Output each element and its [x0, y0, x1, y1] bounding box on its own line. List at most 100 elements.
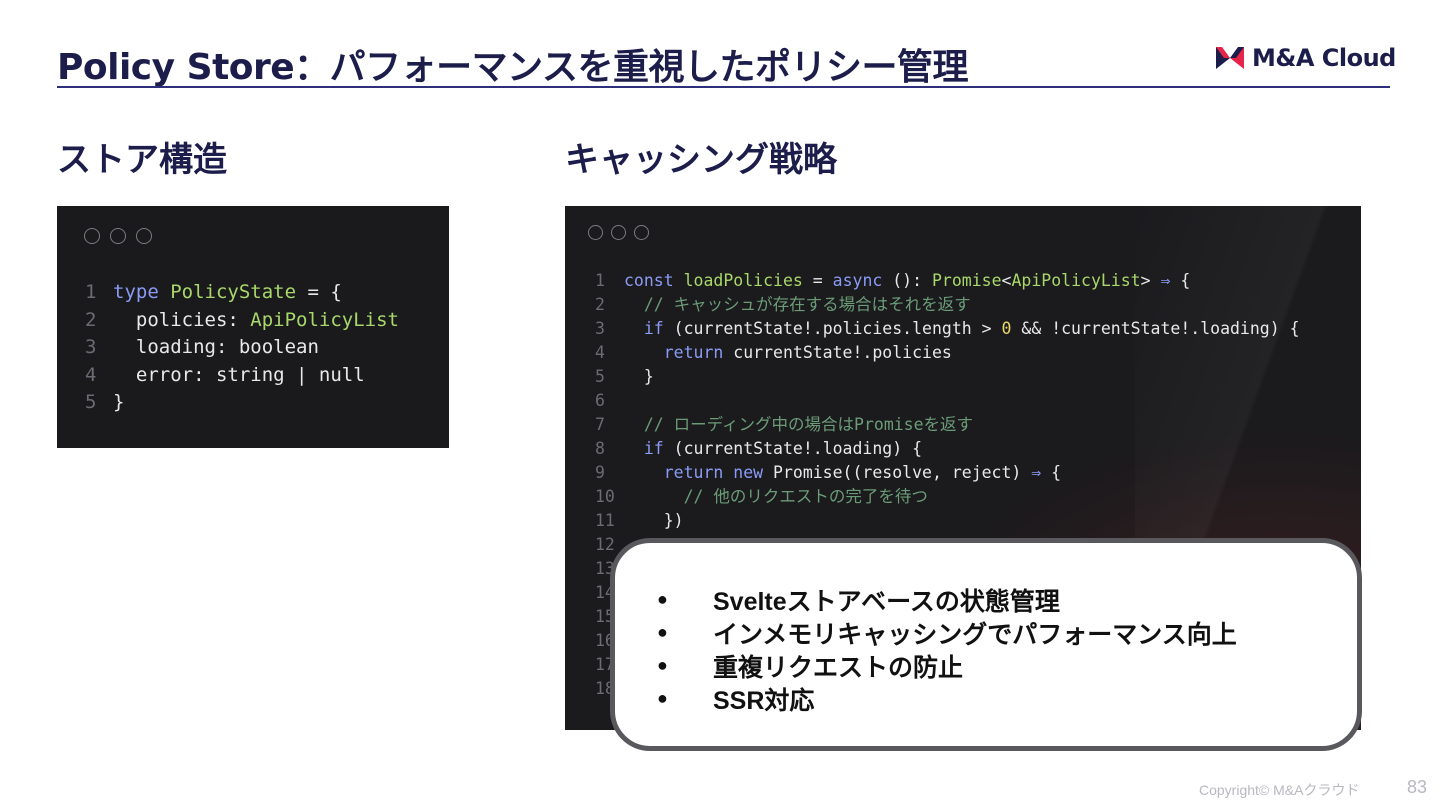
- code-line: 18: [595, 677, 1300, 701]
- code-line: 6: [595, 389, 1300, 413]
- code-token: <: [1001, 271, 1012, 290]
- code-token: Promise((resolve, reject): [763, 463, 1032, 482]
- code-line: 5 }: [595, 365, 1300, 389]
- feature-list-item: ● インメモリキャッシングでパフォーマンス向上: [657, 616, 1237, 649]
- code-token: // ローディング中の場合はPromiseを返す: [624, 415, 974, 434]
- code-token: error: string | null: [113, 363, 365, 386]
- page-number: 83: [1407, 777, 1428, 797]
- feature-callout: ● Svelteストアベースの状態管理 ● インメモリキャッシングでパフォーマンス向上…: [610, 538, 1362, 751]
- feature-text: 重複リクエストの防止: [713, 653, 964, 682]
- code-token: loading: boolean: [113, 336, 319, 358]
- code-token: // キャッシュが存在する場合はそれを返す: [624, 295, 971, 314]
- code-token: {: [1170, 271, 1191, 290]
- feature-text: インメモリキャッシングでパフォーマンス向上: [713, 620, 1237, 649]
- code-line: 5}: [85, 389, 399, 417]
- line-number: 8: [595, 439, 605, 458]
- code-line: 11 }): [595, 509, 1300, 533]
- window-dot-icon: [611, 225, 626, 240]
- title-underline: [57, 86, 1390, 88]
- code-line: 9 return new Promise((resolve, reject) ⇒…: [595, 461, 1300, 485]
- code-token: // 他のリクエストの完了を待つ: [624, 487, 928, 506]
- code-token: }: [113, 391, 125, 413]
- brand-logo: M&A Cloud: [1216, 44, 1396, 72]
- feature-text: Svelteストアベースの状態管理: [713, 587, 1060, 616]
- window-dot-icon: [84, 228, 100, 244]
- code-token: Promise: [931, 271, 1002, 290]
- code-line: 8 if (currentState!.loading) {: [595, 437, 1300, 461]
- code-line: 3 loading: boolean: [85, 334, 399, 362]
- line-number: 18: [595, 679, 615, 698]
- code-token: return: [624, 343, 724, 362]
- line-number: 4: [595, 343, 605, 362]
- code-token: ApiPolicyList: [1011, 271, 1141, 290]
- line-number: 2: [85, 308, 97, 331]
- line-number: 4: [85, 363, 97, 386]
- code-token: currentState!.policies: [723, 343, 952, 362]
- line-number: 14: [595, 583, 615, 602]
- feature-list-item: ●重複リクエストの防止: [657, 649, 1237, 682]
- code-token: 0: [1001, 319, 1012, 338]
- slide-title: Policy Store：パフォーマンスを重視したポリシー管理: [57, 47, 968, 88]
- code-line: 1 const loadPolicies = async (): Promise<…: [595, 269, 1300, 293]
- code-token: }): [624, 511, 684, 530]
- line-number: 9: [595, 463, 605, 482]
- line-number: 12: [595, 535, 615, 554]
- bullet-icon: ●: [657, 589, 668, 609]
- code-token: {: [1041, 463, 1062, 482]
- bullet-icon: ●: [657, 622, 668, 642]
- feature-list-item: ● SSR対応: [657, 682, 1237, 715]
- bullet-icon: ●: [657, 688, 668, 708]
- line-number: 13: [595, 559, 615, 578]
- m-and-a-logo-icon: [1216, 47, 1244, 69]
- code-line: 17: [595, 653, 1300, 677]
- code-line: 7 // ローディング中の場合はPromiseを返す: [595, 413, 1300, 437]
- window-dot-icon: [136, 228, 152, 244]
- code-line: 2 // キャッシュが存在する場合はそれを返す: [595, 293, 1300, 317]
- window-controls: [84, 228, 152, 244]
- code-token: if: [624, 319, 664, 338]
- code-token: && !currentState!.loading) {: [1011, 319, 1300, 338]
- code-token: (currentState!.policies.length >: [663, 319, 1002, 338]
- line-number: 5: [85, 391, 97, 413]
- logo-text: M&A Cloud: [1252, 44, 1396, 72]
- code-token: PolicyState: [170, 281, 297, 303]
- code-token: ApiPolicyList: [250, 308, 399, 331]
- line-number: 2: [595, 295, 605, 314]
- code-line: 3 if (currentState!.policies.length > 0 …: [595, 317, 1300, 341]
- line-number: 5: [595, 367, 605, 386]
- code-token: =: [802, 271, 833, 290]
- code-block: 1 const loadPolicies = async (): Promise<…: [595, 269, 1300, 701]
- feature-list-item: ● Svelteストアベースの状態管理: [657, 583, 1237, 616]
- line-number: 7: [595, 415, 605, 434]
- code-token: = {: [296, 281, 342, 303]
- line-number: 17: [595, 655, 615, 674]
- code-token: ⇒: [1160, 271, 1171, 290]
- feature-text: SSR対応: [713, 686, 815, 715]
- window-dot-icon: [110, 228, 126, 244]
- left-section-heading: ストア構造: [57, 140, 227, 180]
- line-number: 3: [85, 336, 97, 358]
- code-line: 4 error: string | null: [85, 362, 399, 390]
- code-line: 4 return currentState!.policies: [595, 341, 1300, 365]
- window-dot-icon: [588, 225, 603, 240]
- line-number: 1: [85, 281, 97, 303]
- code-line: 13: [595, 557, 1300, 581]
- window-controls: [588, 225, 649, 240]
- code-token: }: [624, 367, 654, 386]
- code-token: if: [624, 439, 664, 458]
- code-token: policies:: [113, 308, 251, 331]
- line-number: 3: [595, 319, 605, 338]
- line-number: 16: [595, 631, 615, 650]
- line-number: 6: [595, 391, 605, 410]
- code-line: 14: [595, 581, 1300, 605]
- window-dot-icon: [634, 225, 649, 240]
- code-token: async: [832, 271, 883, 290]
- line-number: 1: [595, 271, 605, 290]
- right-section-heading: キャッシング戦略: [565, 140, 837, 180]
- code-token: loadPolicies: [683, 271, 803, 290]
- code-token: const: [624, 271, 684, 290]
- code-token: ():: [882, 271, 932, 290]
